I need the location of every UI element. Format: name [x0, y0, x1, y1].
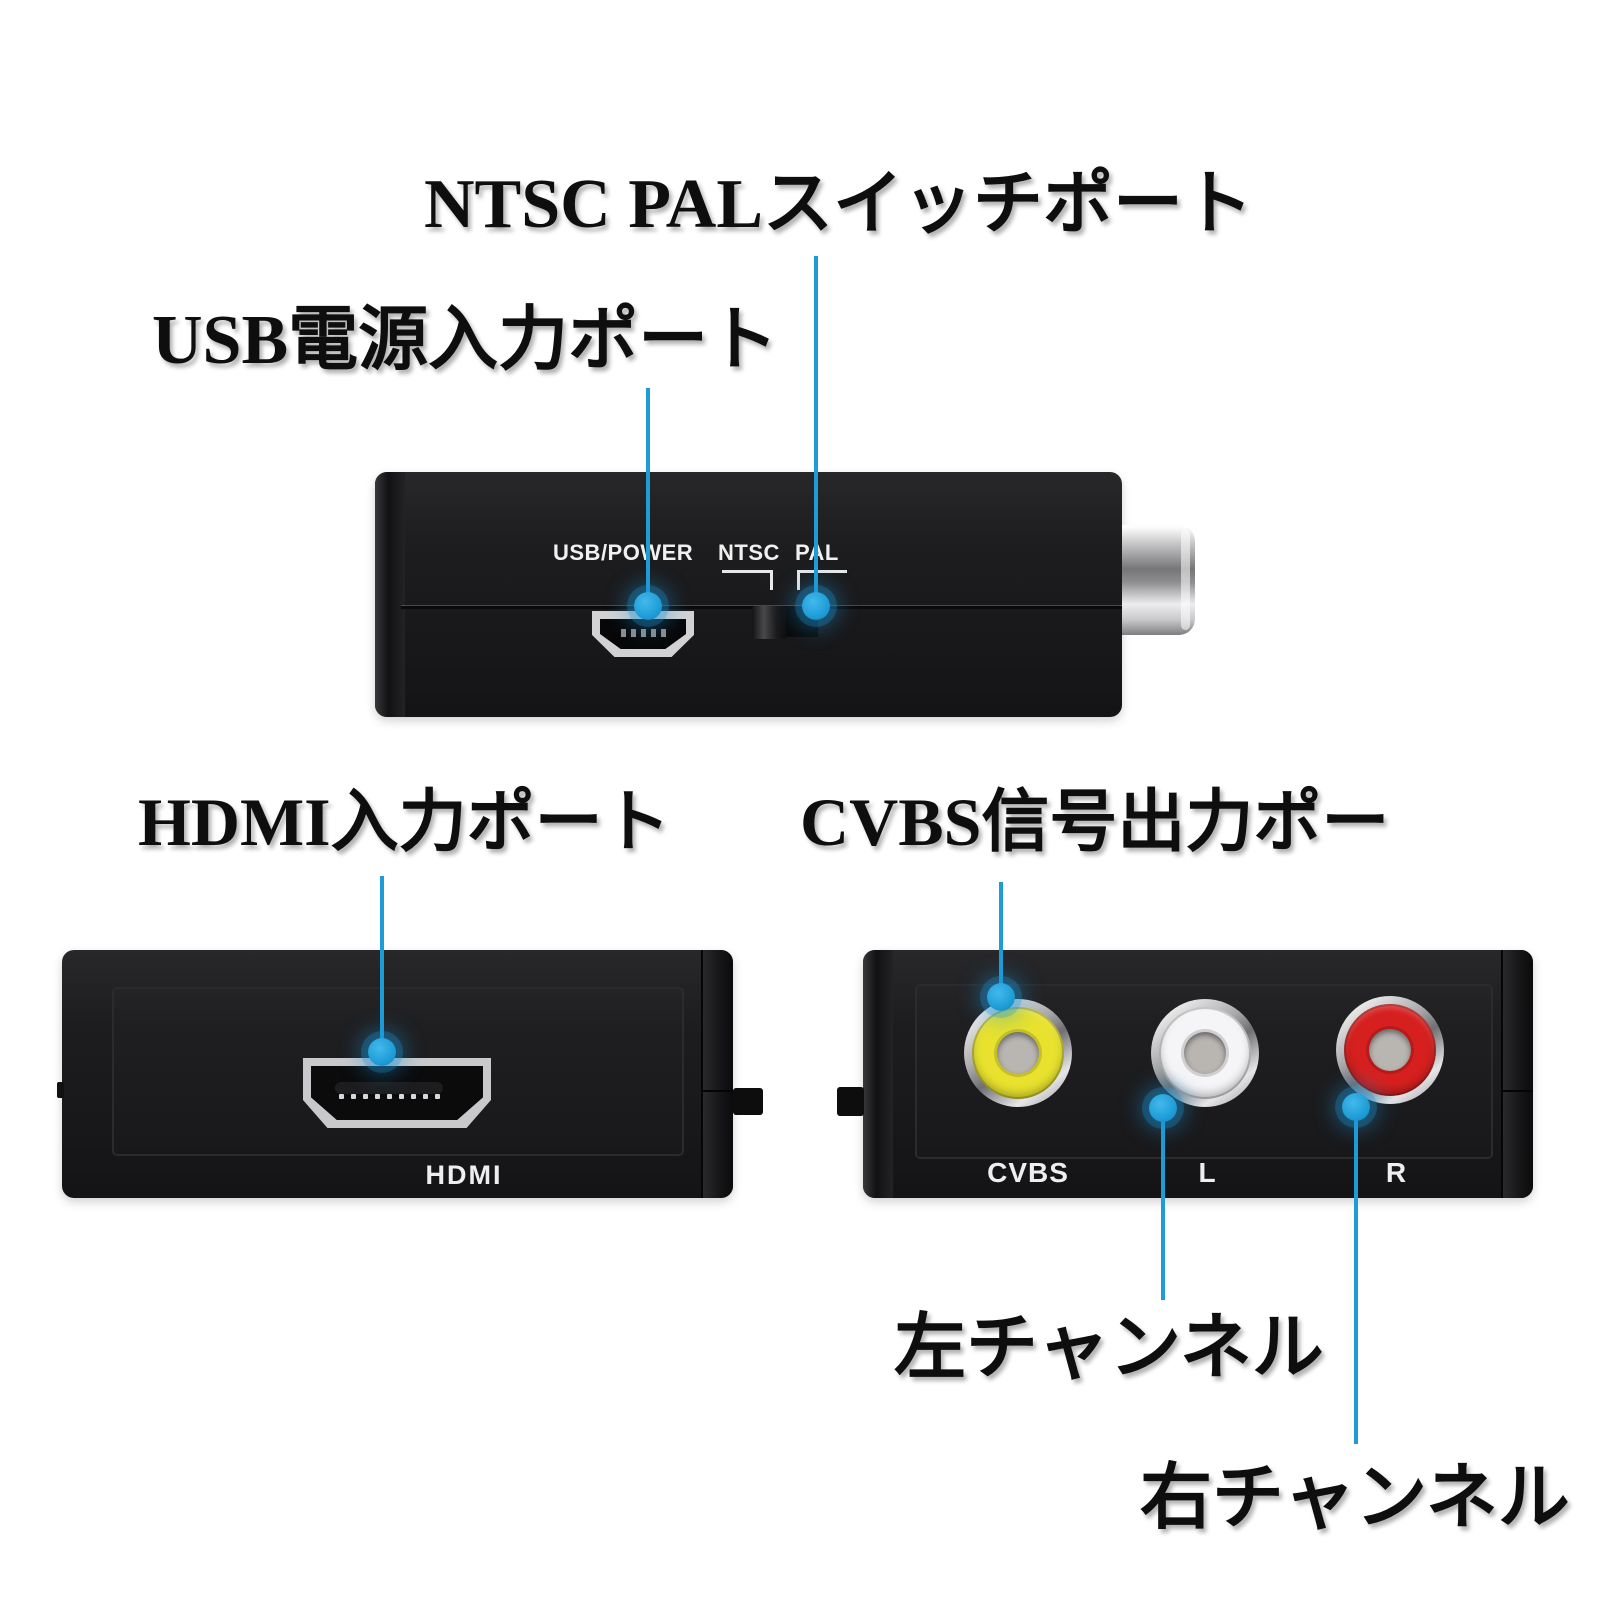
rca-barrel-rim: [1181, 530, 1190, 630]
hdmi-pins: [339, 1094, 440, 1099]
callout-right-channel: 右チャンネル: [1140, 1458, 1570, 1538]
leader-dot-ntsc-pal: [802, 592, 830, 620]
left-jack-center: [1184, 1032, 1226, 1074]
leader-dot-cvbs: [987, 983, 1015, 1011]
callout-usb-power-input-port: USB電源入力ポート: [152, 302, 779, 379]
usb-power-caption: USB/POWER: [553, 540, 694, 565]
leader-line-hdmi: [380, 876, 384, 1054]
leader-dot-left-channel: [1149, 1094, 1177, 1122]
rca-jack-left-audio: [1151, 999, 1259, 1107]
cvbs-jack-center: [997, 1032, 1039, 1074]
left-jack-label: L: [1198, 1157, 1216, 1188]
leader-line-right-channel: [1354, 1108, 1358, 1444]
callout-hdmi-input-port: HDMI入力ポート: [138, 784, 671, 860]
leader-line-cvbs: [999, 882, 1003, 998]
device-hdmi-front-view: HDMI: [57, 950, 763, 1198]
rca-jack-cvbs: [964, 999, 1072, 1107]
case-notch: [57, 1082, 64, 1098]
side-switch-tab: [733, 1088, 763, 1115]
ntsc-caption: NTSC: [718, 540, 780, 565]
leader-dot-hdmi: [368, 1038, 396, 1066]
bevel-seam-line: [1503, 1090, 1533, 1092]
device-top-side-view: USB/POWER NTSC PAL: [375, 472, 1195, 717]
pal-position-bracket: [797, 570, 847, 590]
callout-cvbs-signal-output-port: CVBS信号出力ポー: [800, 784, 1390, 860]
device-av-front-view: CVBS L R: [837, 950, 1533, 1198]
ntsc-pal-toggle-switch: [752, 606, 818, 639]
rca-jack-right-audio: [1336, 996, 1444, 1104]
hdmi-port-label: HDMI: [425, 1160, 503, 1190]
mini-usb-pins: [600, 629, 686, 637]
callout-ntsc-pal-switch-port: NTSC PALスイッチポート: [424, 166, 1254, 243]
hdmi-input-port: [303, 1058, 491, 1128]
rca-output-barrel: [1122, 525, 1195, 635]
side-switch-tab: [837, 1087, 864, 1116]
bevel-seam-line: [703, 1090, 733, 1092]
callout-left-channel: 左チャンネル: [894, 1308, 1324, 1388]
leader-dot-right-channel: [1342, 1093, 1370, 1121]
leader-line-usb-power: [646, 388, 650, 608]
leader-dot-usb-power: [634, 592, 662, 620]
recessed-face-panel: [915, 984, 1493, 1159]
ntsc-position-bracket: [722, 570, 773, 590]
mini-usb-power-port: [592, 611, 694, 657]
leader-line-ntsc-pal: [814, 256, 818, 608]
switch-knob: [752, 606, 786, 639]
hdmi-tongue: [335, 1082, 443, 1094]
mini-usb-cavity: [600, 619, 686, 649]
leader-line-left-channel: [1161, 1108, 1165, 1300]
device-left-bevel: [375, 472, 405, 717]
right-jack-label: R: [1385, 1157, 1407, 1188]
device-left-bevel: [863, 950, 893, 1198]
recessed-face-panel: [112, 987, 684, 1156]
device-right-bevel: [701, 950, 733, 1198]
cvbs-jack-label: CVBS: [987, 1157, 1069, 1188]
right-jack-center: [1369, 1029, 1411, 1071]
device-right-bevel: [1501, 950, 1533, 1198]
